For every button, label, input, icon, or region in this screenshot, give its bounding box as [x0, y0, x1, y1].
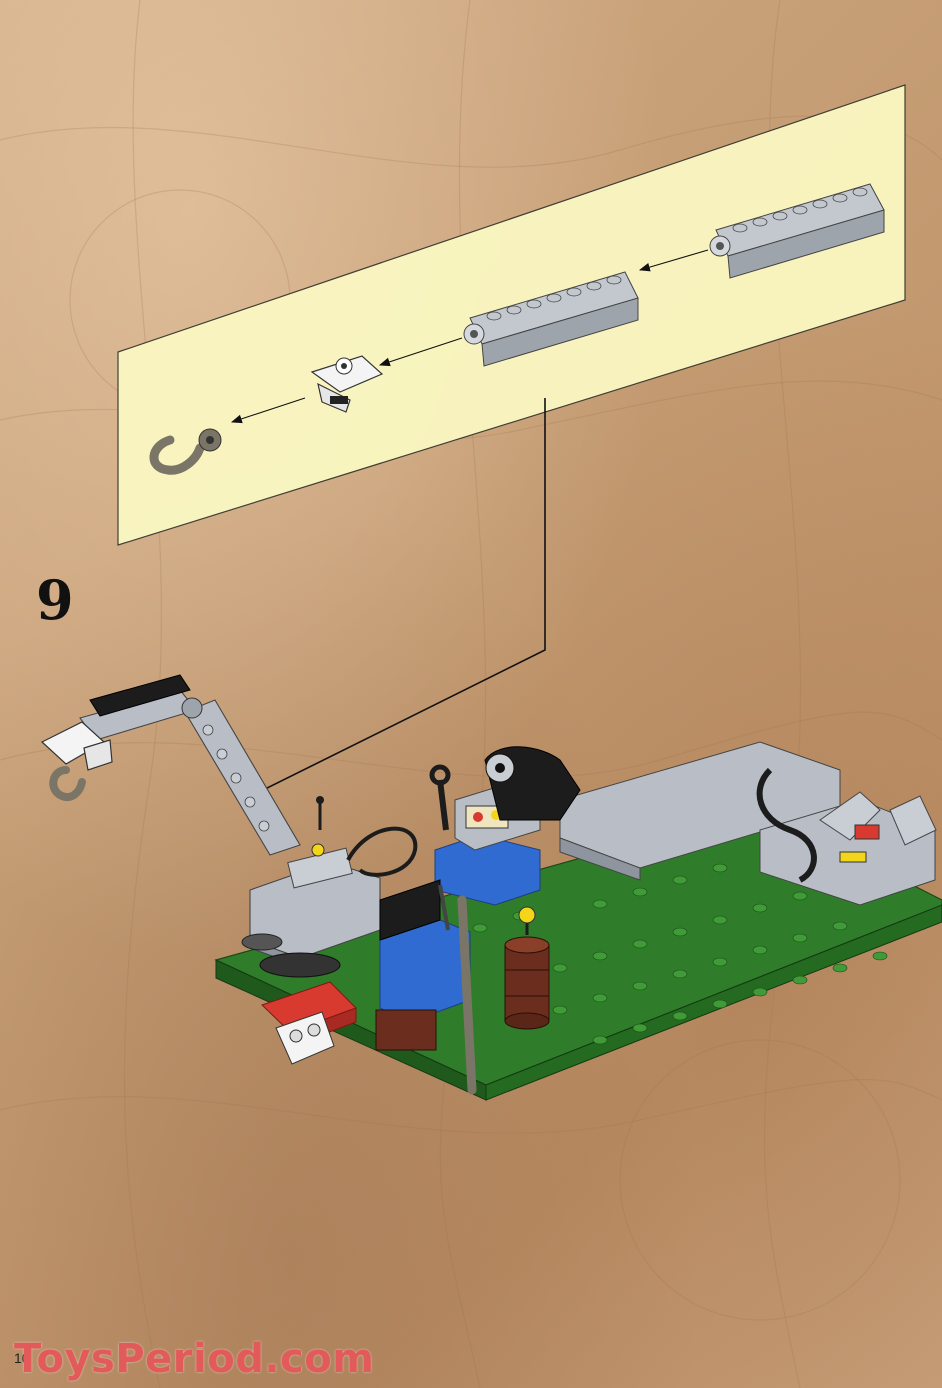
step-number: 9 [36, 568, 74, 632]
crane-hook-head [40, 721, 113, 801]
technic-brick-far [709, 183, 885, 279]
callout-connector-line [241, 398, 546, 801]
assembly-arrow-1 [638, 249, 709, 272]
control-console [429, 764, 541, 906]
brown-barrel [504, 906, 550, 1030]
technic-brick-near [463, 271, 639, 367]
assembly-arrow-3 [230, 397, 306, 424]
white-hinge-piece [310, 355, 384, 413]
hook-piece [149, 428, 222, 475]
crane-arm [79, 674, 301, 856]
blue-crate [375, 879, 471, 1051]
watermark-text: ToysPeriod.com [14, 1336, 375, 1382]
black-engine-block [484, 746, 581, 821]
page-number: 10 [14, 1350, 30, 1366]
black-hose [756, 767, 817, 883]
red-bricks [261, 981, 357, 1065]
rifle-piece [438, 884, 477, 1095]
crane-base [241, 796, 418, 978]
assembly-arrow-2 [378, 337, 463, 367]
